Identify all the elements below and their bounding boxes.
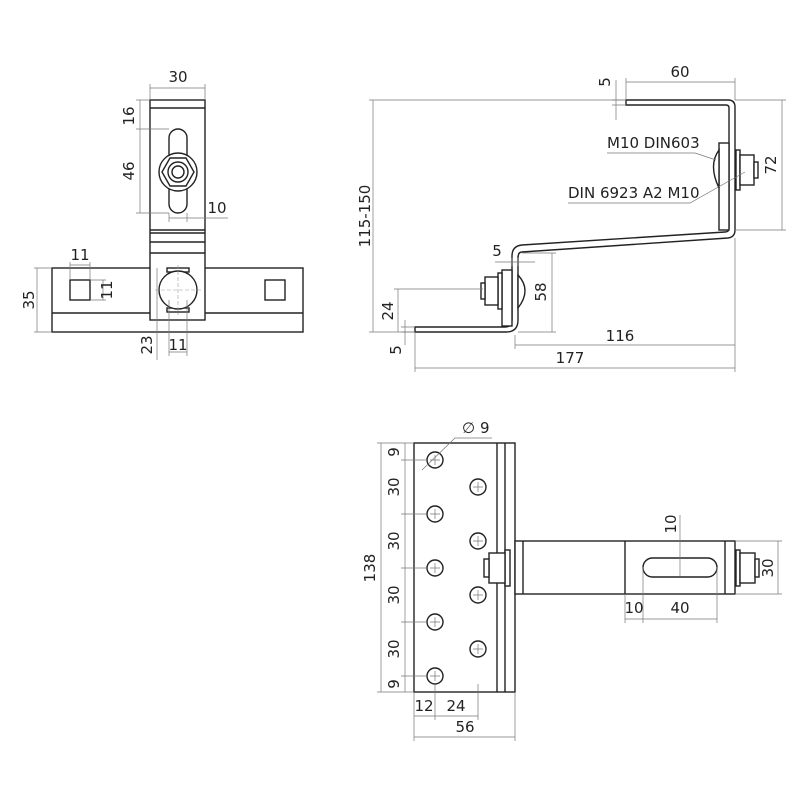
dim-hole-diameter: 9 [480, 419, 490, 437]
dim-slot-width: 10 [662, 514, 680, 533]
upper-nut [739, 154, 755, 186]
dim-slot-start: 10 [624, 599, 643, 617]
dim-square-w: 11 [70, 246, 89, 264]
dim-spacing: 30 [385, 639, 403, 658]
nut-label: DIN 6923 A2 M10 [568, 184, 700, 202]
dim-hole-x2: 24 [446, 697, 465, 715]
right-nut [739, 552, 756, 584]
dim-slot-length: 40 [670, 599, 689, 617]
dim-square-h: 11 [98, 280, 116, 299]
bolt-label: M10 DIN603 [607, 134, 700, 152]
dim-head-width: 11 [168, 336, 187, 354]
washer [158, 152, 198, 192]
lower-clamp-plate [501, 269, 513, 327]
dim-spacing: 30 [385, 477, 403, 496]
dim-head-offset: 23 [138, 335, 156, 354]
dim-width: 30 [168, 68, 187, 86]
dim-arm-width: 30 [759, 558, 777, 577]
dim-offset: 116 [606, 327, 635, 345]
upper-bolt-dome [712, 147, 720, 189]
spacing-dimensions: 9 30 30 30 30 9 [385, 447, 403, 689]
lower-bolt-dome [517, 273, 526, 311]
dim-top-flange: 60 [670, 63, 689, 81]
front-view: 30 16 46 10 11 11 35 23 11 [20, 68, 304, 360]
dim-hole-diameter-symbol: ∅ [462, 419, 475, 437]
dim-spacing: 9 [385, 447, 403, 457]
upper-clamp-plate [718, 142, 730, 231]
dim-bolt-height: 24 [379, 301, 397, 320]
square-hole-right [264, 279, 286, 301]
dim-bar-height: 35 [20, 290, 38, 309]
dim-top-offset: 16 [120, 106, 138, 125]
dim-top-thickness: 5 [596, 77, 614, 87]
dim-slot-length: 46 [120, 161, 138, 180]
square-hole-left [69, 279, 91, 301]
dim-bend-thickness: 5 [492, 242, 502, 260]
dim-hole-x1: 12 [414, 697, 433, 715]
dim-height-range: 115-150 [356, 185, 374, 248]
dim-upper-plate: 72 [762, 155, 780, 174]
hex-nut [161, 157, 195, 187]
dim-bottom-thickness: 5 [387, 345, 405, 355]
plan-view: ∅ 9 138 9 30 30 30 30 9 12 24 56 10 10 40 30 [361, 419, 782, 741]
dim-plate-width: 56 [455, 718, 474, 736]
dim-spacing: 30 [385, 585, 403, 604]
mounting-holes [401, 451, 487, 685]
lower-nut [484, 276, 499, 306]
left-nut [488, 552, 506, 584]
dim-slot-width: 10 [207, 199, 226, 217]
dim-spacing: 30 [385, 531, 403, 550]
dim-overall-length: 177 [556, 349, 585, 367]
side-view: 60 5 115-150 72 M10 DIN603 DIN 6923 A2 M… [356, 63, 786, 372]
dim-total-length: 138 [361, 554, 379, 583]
dim-spacing: 9 [385, 679, 403, 689]
dim-lower-plate: 58 [532, 282, 550, 301]
